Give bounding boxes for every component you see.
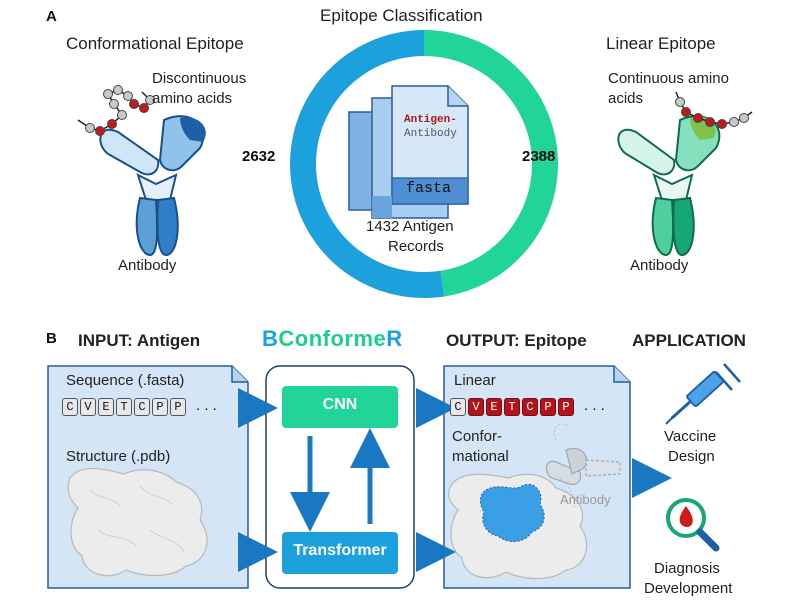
antibody-ghost-icon [545,423,621,509]
input-residue: P [170,398,186,416]
records-label-line2: Records [388,238,444,255]
fasta-label: fasta [406,180,452,197]
conformational-antibody-icon [99,115,206,257]
discontinuous-label-line2: amino acids [152,90,233,107]
input-heading: INPUT: Antigen [78,331,201,350]
input-residue: T [116,398,132,416]
output-residue-epitope: P [540,398,556,416]
vaccine-label-line2: Design [668,448,715,465]
linear-count: 2388 [522,148,556,165]
continuous-amino-acid-chain [675,91,753,129]
panel-b-letter: B [46,330,57,347]
output-residue-row: C V E T C P P . . . [450,398,605,416]
input-ellipsis: . . . [196,397,217,414]
discontinuous-amino-acid-chain [77,85,155,136]
discontinuous-label-line1: Discontinuous [152,70,247,87]
transformer-block: Transformer [293,542,387,559]
conformational-epitope-heading: Conformational Epitope [66,34,244,53]
output-residue-epitope: E [486,398,502,416]
epitope-classification-title: Epitope Classification [320,6,483,25]
linear-epitope-heading: Linear Epitope [606,34,716,53]
right-antibody-label: Antibody [630,257,689,274]
input-document-card [47,365,249,589]
panel-a-letter: A [46,8,57,25]
sequence-label: Sequence (.fasta) [66,372,185,389]
donut-segment-linear [424,30,558,297]
input-residue: V [80,398,96,416]
flow-arrows [238,388,672,572]
vaccine-label-line1: Vaccine [664,428,717,445]
records-label-line1: 1432 Antigen [366,218,454,235]
model-architecture-box [265,365,415,589]
syringe-icon [665,363,741,425]
conformational-output-label-line2: mational [452,448,509,465]
epitope-donut-chart [289,29,558,298]
diagnosis-label-line2: Development [644,580,733,597]
output-residue-epitope: V [468,398,484,416]
linear-antibody-icon [617,115,721,257]
diagnosis-label-line1: Diagnosis [654,560,720,577]
conformational-output-label-line1: Confor- [452,428,503,445]
doc-label-antibody: Antibody [404,128,457,140]
output-heading: OUTPUT: Epitope [446,331,587,350]
conformational-count: 2632 [242,148,276,165]
application-heading: APPLICATION [632,331,746,350]
cnn-block: CNN [322,396,358,413]
doc-label-antigen: Antigen- [404,114,457,126]
output-residue-epitope: P [558,398,574,416]
brand-part-2: Conforme [278,326,387,351]
brand-logo: BConformeR [262,326,403,352]
output-residue-epitope: C [522,398,538,416]
input-residue: C [62,398,78,416]
protein-structure-image [67,467,208,577]
output-residue: C [450,398,466,416]
left-antibody-label: Antibody [118,257,177,274]
brand-part-1: B [262,326,279,351]
output-ellipsis: . . . [584,397,605,414]
input-residue: C [134,398,150,416]
brand-part-3: R [386,326,403,351]
fasta-document-stack-icon [348,85,469,219]
structure-label: Structure (.pdb) [66,448,171,465]
input-residue-row: C V E T C P P . . . [62,398,217,416]
linear-output-label: Linear [454,372,496,389]
continuous-label-line1: Continuous amino [608,70,729,87]
input-residue: P [152,398,168,416]
ghost-antibody-label: Antibody [560,492,611,507]
output-residue-epitope: T [504,398,520,416]
epitope-region [479,484,545,542]
continuous-label-line2: acids [608,90,644,107]
donut-segment-conformational [289,29,445,298]
input-residue: E [98,398,114,416]
diagnosis-magnifier-icon [666,498,720,552]
